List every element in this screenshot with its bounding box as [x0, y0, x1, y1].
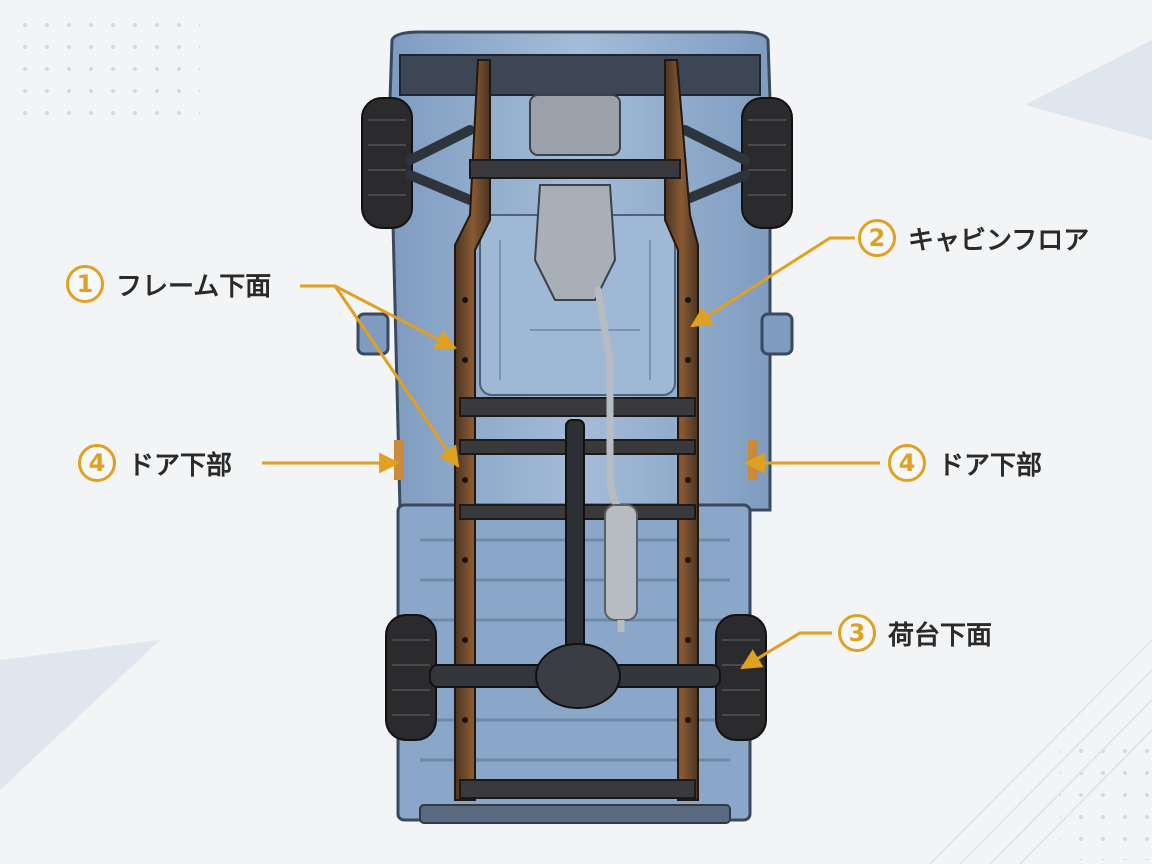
leader-cabin-floor [690, 236, 855, 328]
label-cabin-floor: 2 キャビンフロア [858, 219, 1089, 257]
front-suspension [405, 125, 750, 205]
exhaust-system [594, 286, 638, 632]
label-text: フレーム下面 [116, 271, 272, 302]
label-number-badge: 3 [838, 614, 876, 652]
label-door-lower-right: 4 ドア下部 [888, 444, 1042, 482]
label-text: ドア下部 [938, 450, 1043, 481]
frame-rails [454, 59, 699, 801]
label-frame-underside: 1 フレーム下面 [66, 265, 271, 303]
leader-lines [262, 236, 880, 670]
leader-bed [740, 631, 832, 670]
leader-frame-2 [333, 285, 460, 468]
label-text: 荷台下面 [888, 620, 993, 651]
label-text: キャビンフロア [908, 225, 1090, 256]
label-text: ドア下部 [128, 450, 233, 481]
label-bed-underside: 3 荷台下面 [838, 614, 992, 652]
label-door-lower-left: 4 ドア下部 [78, 444, 232, 482]
label-number-badge: 4 [78, 444, 116, 482]
label-number-badge: 4 [888, 444, 926, 482]
engine-transmission [529, 94, 621, 301]
label-number-badge: 1 [66, 265, 104, 303]
label-number-badge: 2 [858, 219, 896, 257]
wheels [361, 97, 793, 741]
background-decoration [0, 20, 1152, 864]
driveline [429, 419, 721, 709]
